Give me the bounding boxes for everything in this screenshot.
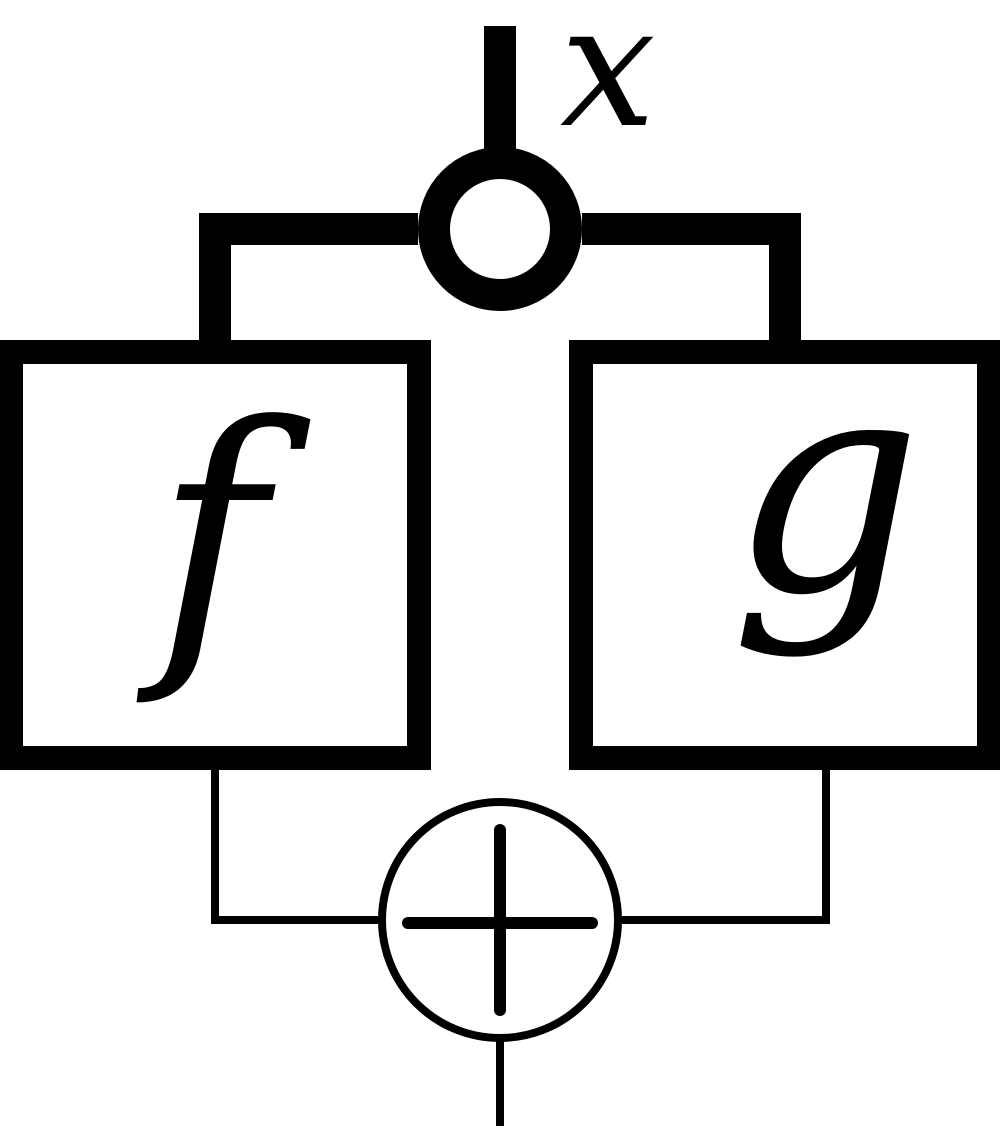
box-g [569,340,1000,770]
plus-icon [402,824,598,1016]
box-f [0,340,431,770]
copy-node [418,147,582,311]
wire-copy-to-f [199,213,418,342]
wire-copy-to-g [582,213,801,342]
box-g-label: g [730,312,922,661]
input-label-x: x [560,0,656,166]
wire-g-to-sum [620,770,830,924]
wire-f-to-sum [211,770,380,924]
